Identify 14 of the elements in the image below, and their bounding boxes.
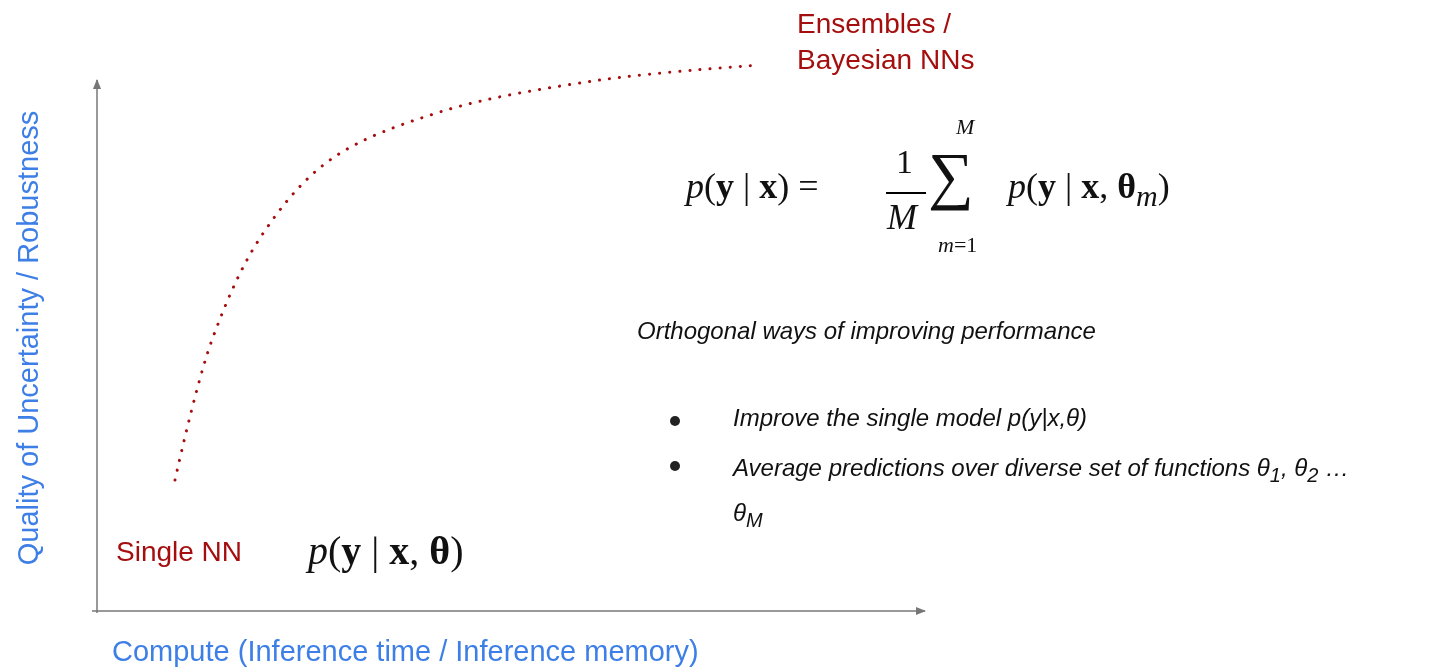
bullet-text: Improve the single model p(y|x,θ) [733, 404, 1088, 433]
note: Orthogonal ways of improving performance [637, 317, 1096, 346]
formula: m=1 [938, 232, 978, 259]
formula: M [956, 114, 975, 141]
bullet-text: Average predictions over diverse set of functions θ$_{1}$, θ$_{2}$ … θ$_{M}$ [733, 453, 1351, 533]
axis-title: Compute (Inference time / Inference memory) [112, 634, 699, 669]
axis-title: Quality of Uncertainty / Robustness [10, 110, 45, 566]
summation-sign: ∑ [928, 139, 974, 213]
formula: p(y | x) = [686, 165, 819, 208]
formula: p(y | x, θ$_{m}$) [1008, 165, 1170, 215]
formula: 1 [896, 142, 913, 182]
series-label: Ensembles / Bayesian NNs [797, 7, 976, 77]
formula: M [887, 196, 917, 239]
series-label: Single NN [116, 535, 243, 569]
